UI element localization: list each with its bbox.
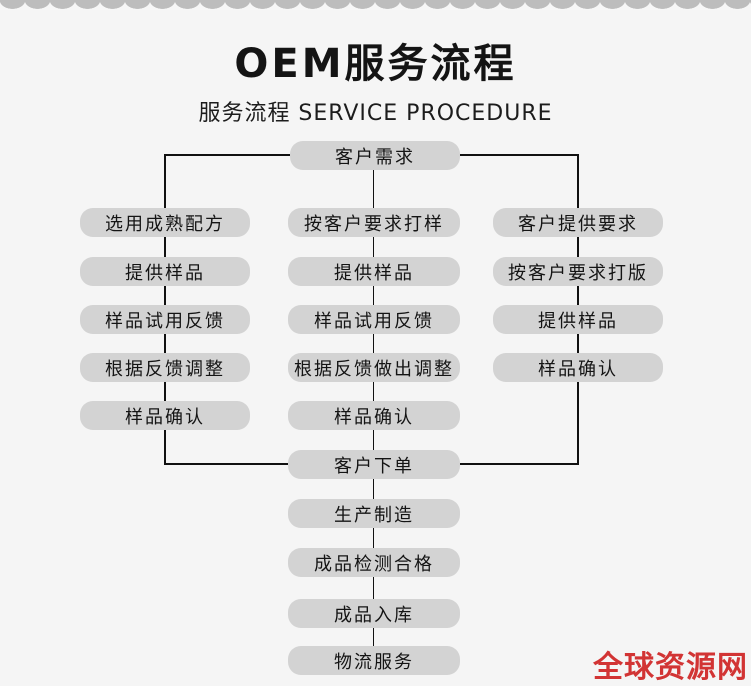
connector-line [373, 479, 374, 499]
connector-line [577, 237, 579, 257]
node-customer-demand: 客户需求 [290, 141, 460, 170]
connector-line [460, 154, 579, 156]
site-watermark: 全球资源网 [593, 650, 748, 685]
connector-line [164, 430, 166, 465]
connector-line [577, 382, 579, 465]
node-customer-provides-requirements: 客户提供要求 [493, 208, 663, 237]
node-sample-confirm-2: 样品确认 [288, 401, 460, 430]
node-adjust-by-feedback: 根据反馈调整 [80, 353, 250, 382]
node-sample-trial-feedback-2: 样品试用反馈 [288, 305, 460, 334]
connector-line [373, 577, 374, 599]
connector-line [164, 154, 290, 156]
connector-line [164, 154, 166, 208]
node-logistics-service: 物流服务 [288, 646, 460, 675]
connector-line [373, 382, 374, 401]
node-warehousing: 成品入库 [288, 599, 460, 628]
connector-line [164, 286, 166, 305]
connector-line [373, 628, 374, 646]
connector-line [373, 528, 374, 548]
torn-paper-edge [0, 0, 751, 10]
connector-line [373, 286, 374, 305]
connector-line [164, 463, 288, 465]
node-provide-sample-2: 提供样品 [288, 257, 460, 286]
node-finished-inspection: 成品检测合格 [288, 548, 460, 577]
page-title: OEM服务流程 [234, 41, 517, 87]
connector-line [577, 154, 579, 208]
node-plate-per-request: 按客户要求打版 [493, 257, 663, 286]
node-sample-confirm-3: 样品确认 [493, 353, 663, 382]
node-select-mature-formula: 选用成熟配方 [80, 208, 250, 237]
connector-line [373, 170, 374, 208]
node-provide-sample-3: 提供样品 [493, 305, 663, 334]
node-sample-trial-feedback-1: 样品试用反馈 [80, 305, 250, 334]
connector-line [577, 334, 579, 353]
node-sample-confirm-1: 样品确认 [80, 401, 250, 430]
node-provide-sample-1: 提供样品 [80, 257, 250, 286]
connector-line [373, 334, 374, 353]
connector-line [373, 430, 374, 450]
connector-line [164, 382, 166, 401]
node-adjust-per-feedback: 根据反馈做出调整 [288, 353, 460, 382]
connector-line [577, 286, 579, 305]
page-subtitle: 服务流程 SERVICE PROCEDURE [198, 101, 553, 126]
connector-line [164, 237, 166, 257]
node-customer-order: 客户下单 [288, 450, 460, 479]
connector-line [460, 463, 579, 465]
node-production: 生产制造 [288, 499, 460, 528]
node-sample-per-request: 按客户要求打样 [288, 208, 460, 237]
connector-line [373, 237, 374, 257]
connector-line [164, 334, 166, 353]
